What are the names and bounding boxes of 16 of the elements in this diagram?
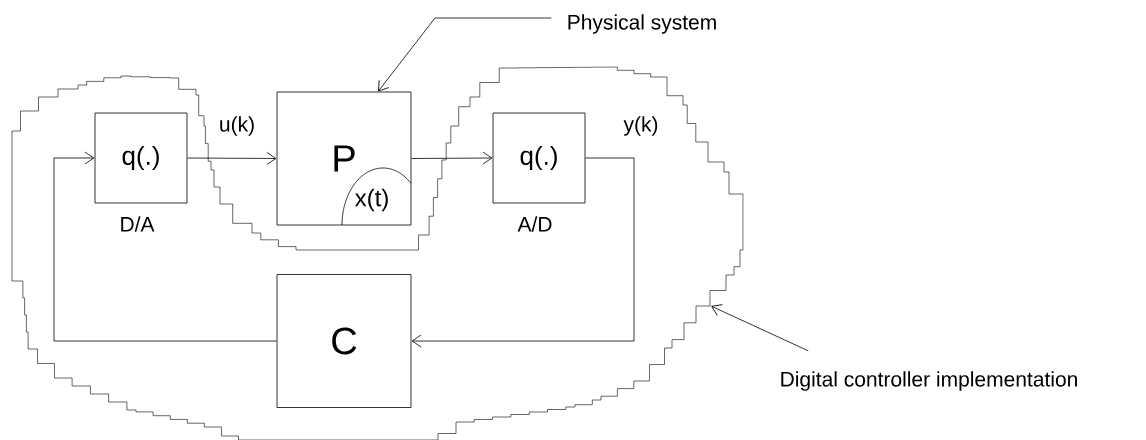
block-box: q(.) [94, 112, 188, 204]
block-box: q(.) [492, 112, 586, 204]
annotation-text: Physical system [568, 14, 716, 34]
converter-label: A/D [517, 216, 552, 232]
annotation-text: Digital controller implementation [781, 371, 1077, 391]
signal-label: u(k) [217, 115, 257, 137]
leader-line [378, 17, 552, 92]
block-box: C [276, 274, 412, 408]
signal-arrow [411, 157, 635, 348]
converter-label: D/A [121, 216, 155, 232]
signal-label: y(k) [622, 115, 660, 137]
signal-arrow [187, 152, 277, 165]
signal-arrow [53, 151, 277, 342]
state-arc: x(t) [341, 167, 412, 226]
signal-arrow [411, 151, 493, 165]
leader-line [711, 304, 809, 352]
